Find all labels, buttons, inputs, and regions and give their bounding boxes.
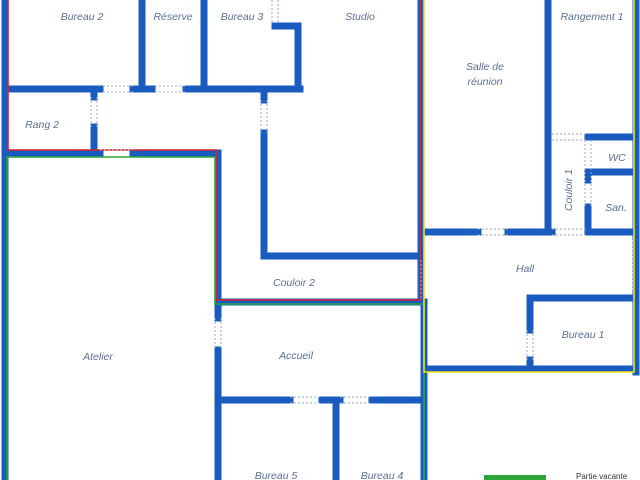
room-label-accueil: Accueil	[278, 350, 314, 362]
room-label-bureau-4: Bureau 4	[361, 470, 404, 480]
room-label-couloir-1: Couloir 1	[563, 169, 575, 211]
room-label-bureau-2: Bureau 2	[61, 11, 104, 23]
room-label-rang-2: Rang 2	[25, 119, 59, 131]
zone-yellow-outline	[423, 0, 635, 373]
room-label-hall: Hall	[516, 263, 535, 275]
room-label-bureau-1: Bureau 1	[562, 329, 605, 341]
room-label-rangement-1: Rangement 1	[560, 11, 623, 23]
legend-swatch-vacant	[484, 475, 546, 480]
room-label-reserve: Réserve	[153, 11, 192, 23]
room-label-wc: WC	[608, 152, 626, 164]
room-label-atelier: Atelier	[82, 351, 113, 363]
room-label-bureau-3: Bureau 3	[221, 11, 264, 23]
room-label-salle-de-reunion-2: réunion	[467, 76, 502, 88]
legend-label-vacant: Partie vacante	[576, 472, 628, 480]
room-label-studio: Studio	[345, 11, 375, 23]
room-label-salle-de-reunion-1: Salle de	[466, 61, 504, 73]
room-label-san: San.	[605, 202, 627, 214]
doors	[90, 0, 634, 404]
zone-red-outline	[7, 0, 421, 301]
room-label-couloir-2: Couloir 2	[273, 277, 315, 289]
room-label-bureau-5: Bureau 5	[255, 470, 298, 480]
